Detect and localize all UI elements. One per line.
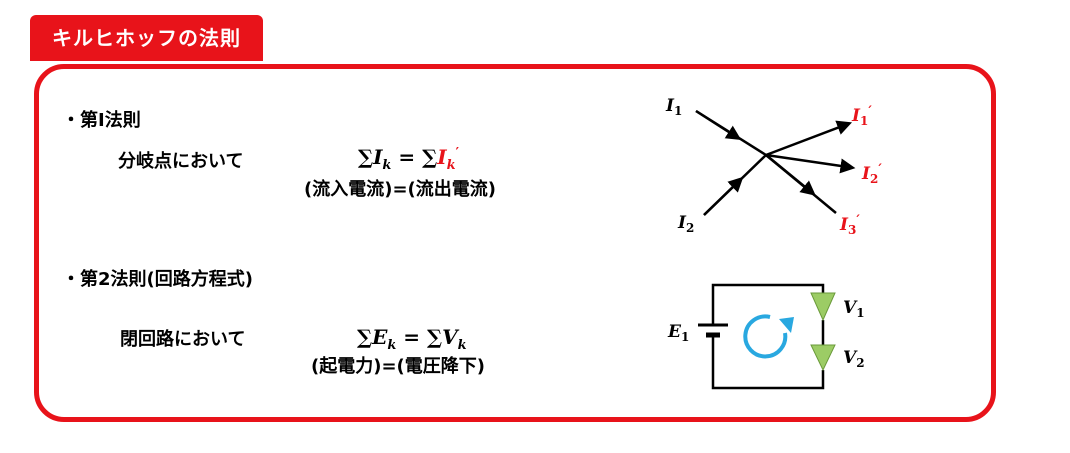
voltage-drop-icon-1	[810, 292, 836, 322]
current-out-line-2	[765, 153, 856, 174]
law1-heading: ・第I法則	[62, 110, 141, 131]
sum-symbol: ∑	[357, 325, 373, 349]
content-frame	[34, 64, 996, 422]
in-label-1: I1	[665, 96, 682, 118]
formula-var: I	[373, 145, 383, 169]
formula-var: V	[442, 325, 458, 349]
voltage-drop-icon-2	[810, 344, 836, 372]
junction-diagram: I1 I2 I1′ I2′ I3′	[665, 96, 882, 237]
sum-symbol: ∑	[422, 145, 438, 169]
current-out-arrow-3	[765, 154, 816, 196]
law2-words: (起電力)=(電圧降下)	[311, 356, 485, 377]
formula-sub: k	[387, 338, 397, 353]
law2-formula: ∑Ek = ∑Vk	[357, 325, 467, 353]
formula-sub: k	[457, 338, 467, 353]
emf-label: E1	[667, 322, 689, 344]
sum-symbol: ∑	[358, 145, 374, 169]
circuit-wire	[711, 283, 825, 315]
out-label-2: I2′	[861, 162, 882, 186]
drop-label-2: V2	[843, 348, 865, 370]
law1-words: (流入電流)=(流出電流)	[304, 179, 496, 200]
sum-symbol: ∑	[427, 325, 443, 349]
loop-arrowhead-icon	[779, 317, 794, 333]
law1-formula: ∑Ik = ∑Ik′	[358, 145, 459, 173]
formula-var: I	[437, 145, 447, 169]
circuit-diagram: E1 V1 V2	[667, 283, 865, 390]
formula-sub: k	[446, 158, 456, 173]
current-out-line-1	[765, 120, 853, 157]
in-label-2: I2	[677, 213, 694, 235]
current-in-arrow-1	[695, 109, 742, 141]
section-title: キルヒホッフの法則	[52, 26, 241, 50]
law2-heading: ・第2法則(回路方程式)	[62, 269, 253, 290]
formula-sub: k	[382, 158, 392, 173]
law1-condition: 分岐点において	[118, 151, 244, 172]
formula-var: E	[372, 325, 388, 349]
law2-condition: 閉回路において	[120, 329, 246, 350]
loop-arrow-icon	[743, 314, 788, 359]
equals-sign: =	[398, 145, 416, 169]
section-title-tab: キルヒホッフの法則	[30, 15, 263, 61]
out-label-1: I1′	[851, 104, 872, 128]
drop-label-1: V1	[843, 298, 865, 320]
equals-sign: =	[403, 325, 421, 349]
formula-prime: ′	[455, 145, 460, 161]
out-label-3: I3′	[839, 213, 860, 237]
current-in-arrow-2	[703, 176, 744, 216]
circuit-wire	[711, 340, 825, 390]
